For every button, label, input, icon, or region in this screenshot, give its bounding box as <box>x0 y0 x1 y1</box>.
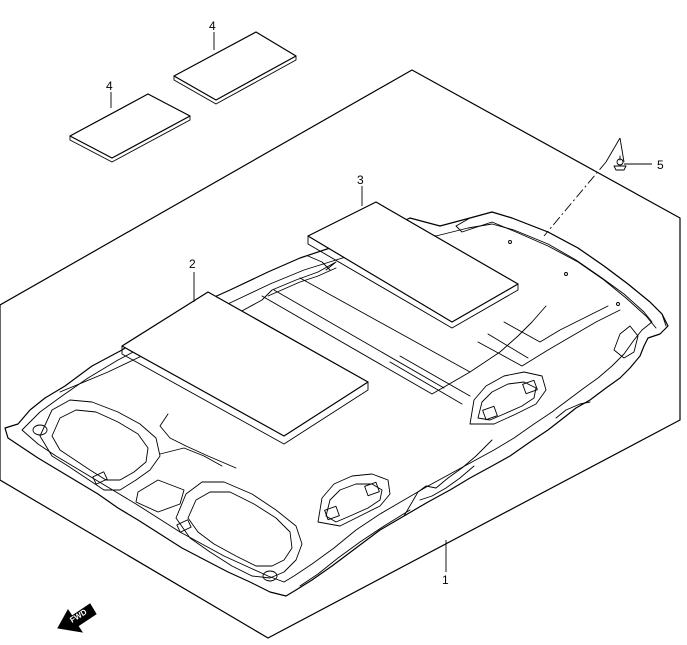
callout-part-5: 5 <box>657 158 664 172</box>
callout-part-4-left: 4 <box>106 79 113 93</box>
callout-part-1: 1 <box>442 573 449 587</box>
leader-lines <box>110 32 652 572</box>
front-clips <box>32 424 278 582</box>
callout-part-4-right: 4 <box>209 19 216 33</box>
side-handle-recesses <box>317 325 639 527</box>
front-right-visor-recess <box>175 481 303 579</box>
fwd-arrow-icon: FWD <box>57 603 97 633</box>
headliner-outline <box>4 211 669 597</box>
pad-part-2 <box>121 291 369 445</box>
headliner-part-1 <box>4 211 669 597</box>
front-left-visor-recess <box>39 399 161 491</box>
rear-header-bar <box>455 211 667 329</box>
pad-part-3 <box>307 201 519 329</box>
headliner-inner-rim <box>21 223 653 583</box>
callout-part-2: 2 <box>189 257 196 271</box>
roof-ribs <box>59 255 621 587</box>
rear-panel-holes <box>508 240 620 306</box>
clip-part-5 <box>613 155 627 171</box>
pad-part-4-left <box>69 93 191 163</box>
front-left-visor-inner <box>51 409 149 481</box>
dome-light-cutout <box>135 479 185 513</box>
pad-part-4-right <box>173 31 297 105</box>
assembly-frame <box>0 69 681 639</box>
front-right-visor-inner <box>187 491 293 567</box>
callout-part-3: 3 <box>357 173 364 187</box>
